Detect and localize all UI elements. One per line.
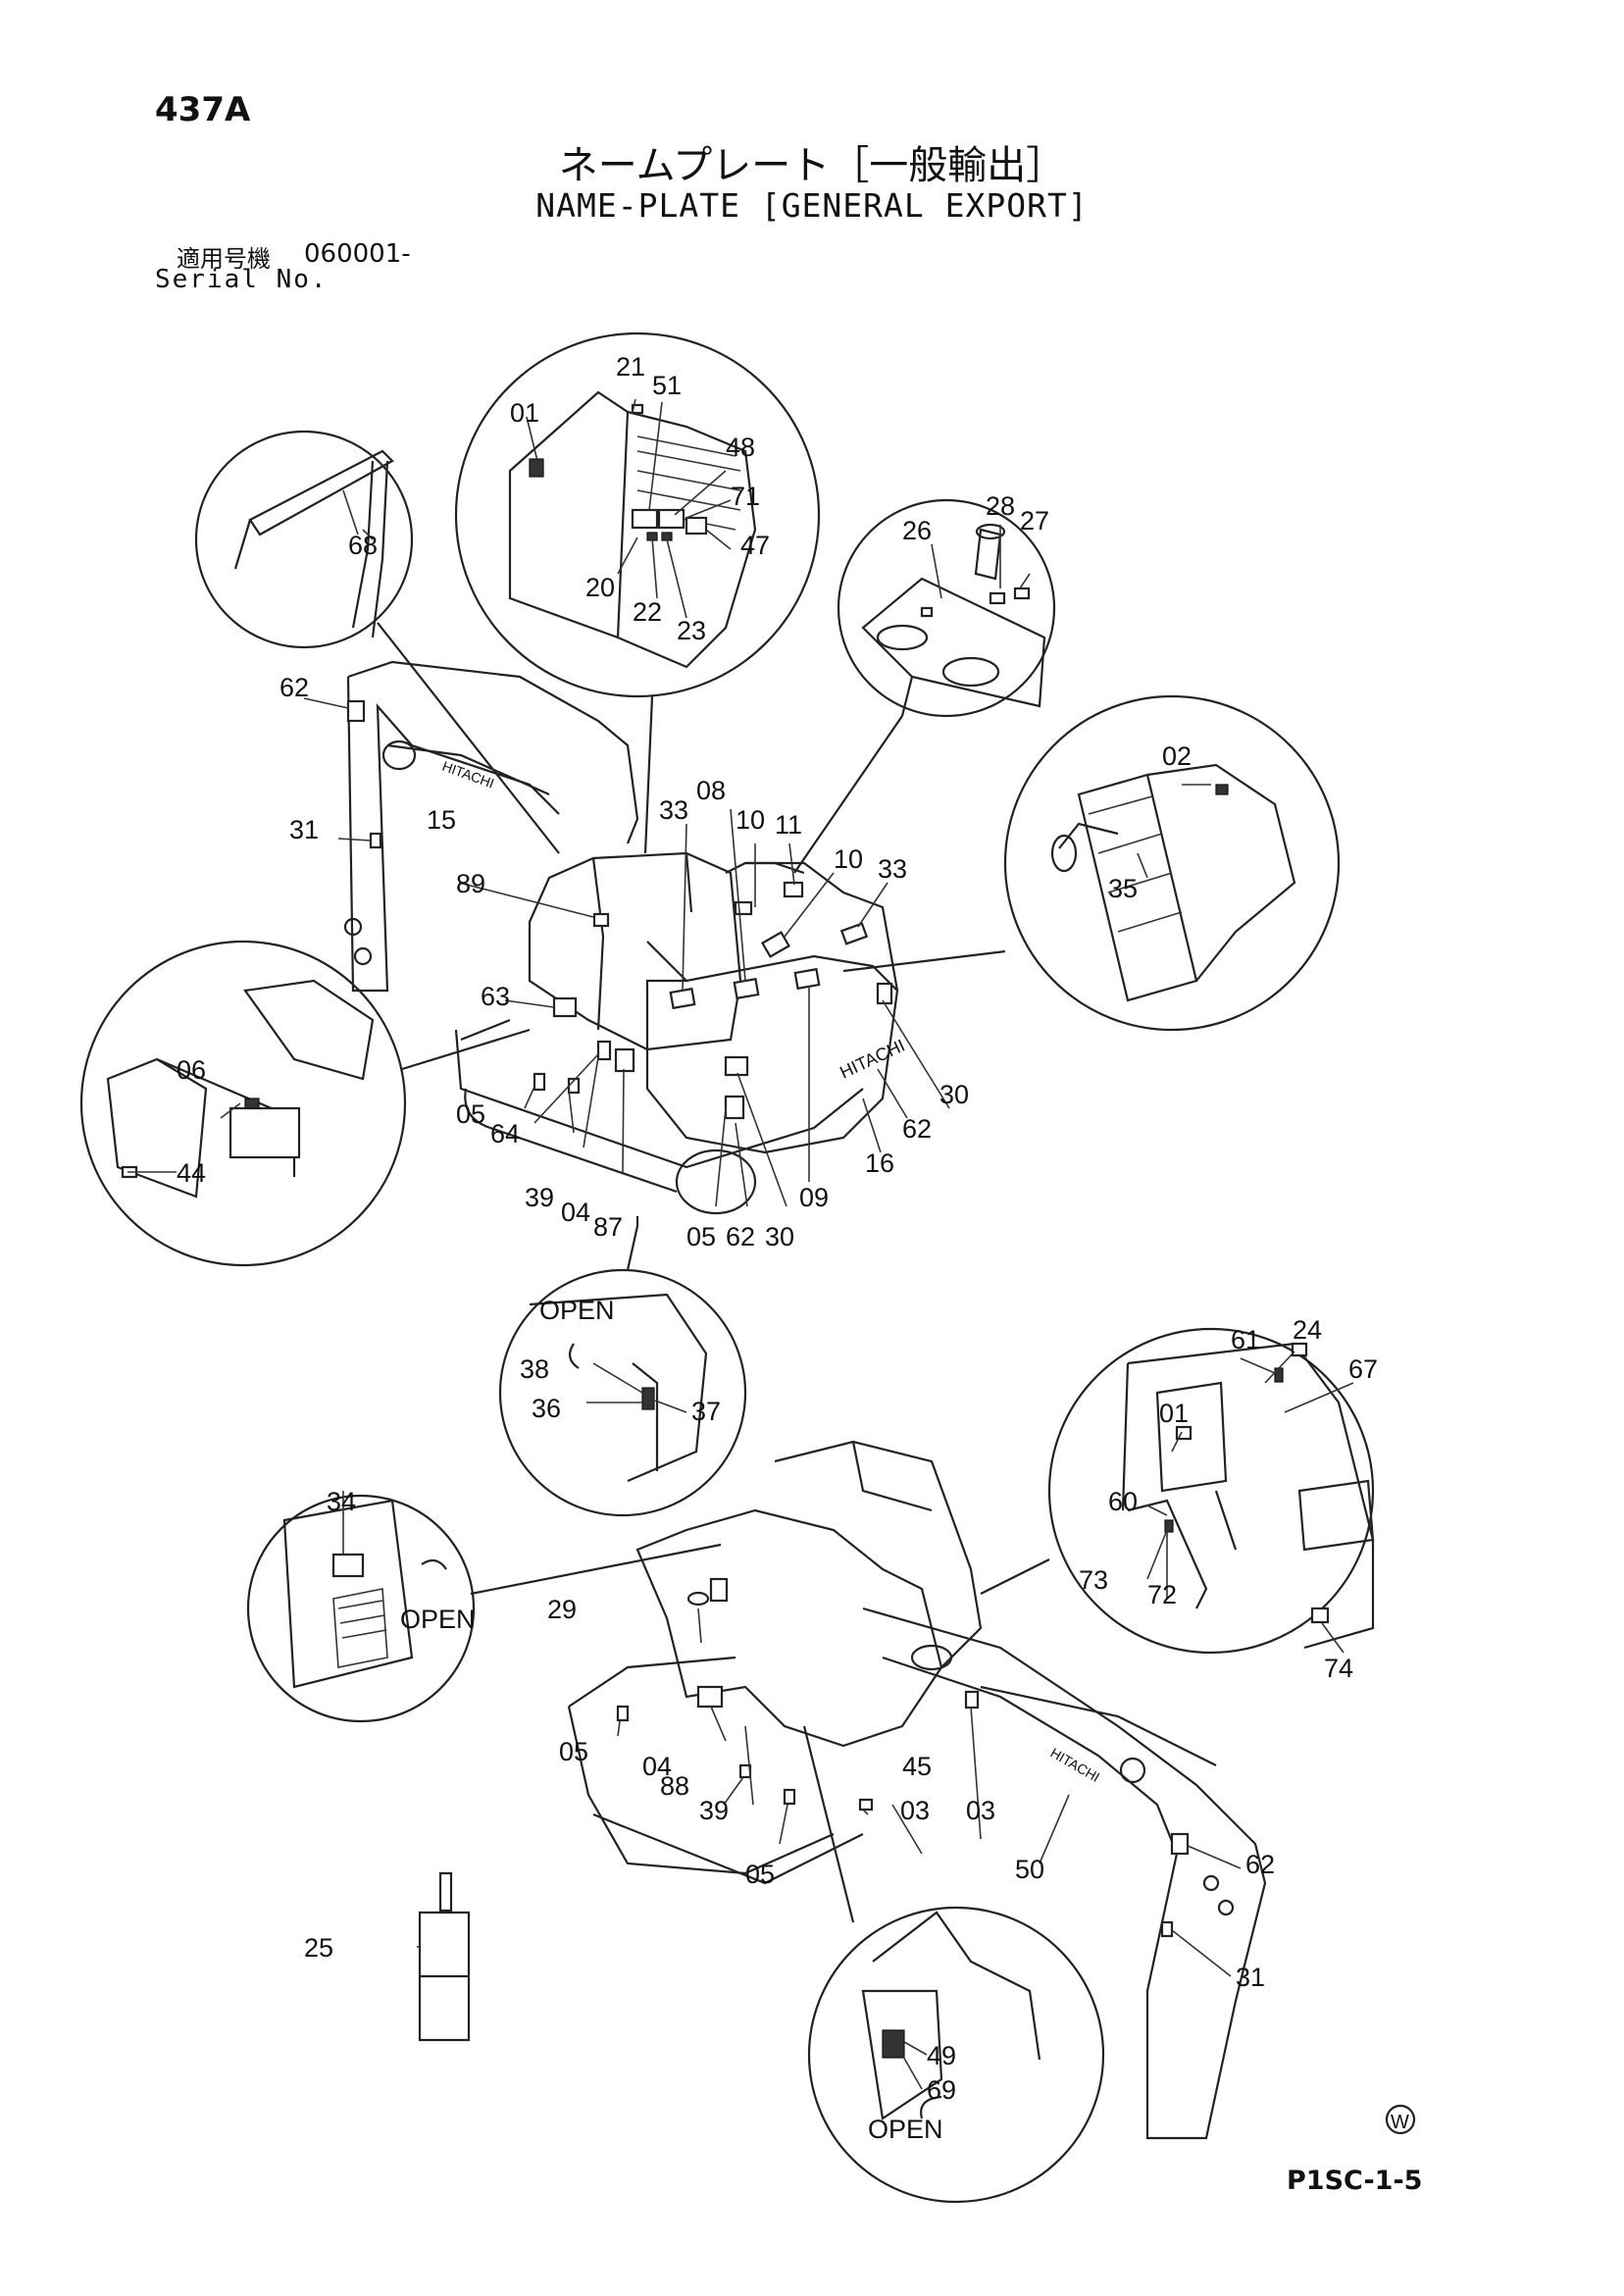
callout-03: 03 bbox=[900, 1796, 930, 1825]
callout-62: 62 bbox=[1245, 1850, 1275, 1879]
callout-31: 31 bbox=[1236, 1963, 1265, 1992]
callout-68: 68 bbox=[348, 531, 378, 560]
callout-74: 74 bbox=[1324, 1654, 1353, 1683]
callout-15: 15 bbox=[427, 805, 456, 835]
callout-33: 33 bbox=[659, 795, 688, 825]
callout-10: 10 bbox=[736, 805, 765, 835]
detail-circle-side-cover-open bbox=[246, 1494, 722, 1723]
serial-number-value: 060001- bbox=[304, 239, 411, 269]
serial-label-japanese: 適用号機 bbox=[177, 245, 271, 273]
callout-08: 08 bbox=[696, 776, 726, 805]
callout-09: 09 bbox=[799, 1183, 829, 1212]
open-label: OPEN bbox=[400, 1605, 476, 1634]
detail-circle-cab-interior bbox=[454, 332, 821, 854]
detail-circle-cab-door bbox=[980, 1327, 1375, 1655]
callout-26: 26 bbox=[902, 516, 932, 545]
callout-44: 44 bbox=[177, 1158, 206, 1188]
callout-88: 88 bbox=[660, 1771, 689, 1801]
detail-circle-operator-console bbox=[79, 940, 531, 1267]
loose-tag-25 bbox=[418, 1871, 471, 2042]
callout-05: 05 bbox=[559, 1737, 588, 1766]
callout-62: 62 bbox=[279, 673, 309, 702]
detail-circle-side-panel-open bbox=[802, 1725, 1105, 2204]
callout-36: 36 bbox=[532, 1394, 561, 1423]
callout-47: 47 bbox=[740, 531, 770, 560]
document-code: P1SC-1-5 bbox=[1287, 2166, 1423, 2196]
watermark-mark: W bbox=[1385, 2104, 1416, 2135]
callout-20: 20 bbox=[585, 573, 615, 602]
callout-23: 23 bbox=[677, 616, 706, 645]
detail-circle-rear-cover-open bbox=[498, 1216, 747, 1517]
detail-circle-battery-area bbox=[793, 498, 1056, 874]
callout-38: 38 bbox=[520, 1354, 549, 1384]
callout-leaders bbox=[127, 398, 1354, 2090]
callout-69: 69 bbox=[927, 2075, 956, 2105]
callout-73: 73 bbox=[1079, 1565, 1108, 1595]
callout-30: 30 bbox=[939, 1080, 969, 1109]
callout-04: 04 bbox=[642, 1752, 672, 1781]
serial-label-english: Serial No. bbox=[155, 265, 329, 294]
callout-10: 10 bbox=[834, 844, 863, 874]
callout-05: 05 bbox=[456, 1099, 485, 1129]
callout-39: 39 bbox=[699, 1796, 729, 1825]
watermark-letter: W bbox=[1391, 2112, 1409, 2133]
callout-62: 62 bbox=[902, 1114, 932, 1144]
callout-33: 33 bbox=[878, 854, 907, 884]
callout-05: 05 bbox=[745, 1860, 775, 1889]
svg-text:HITACHI: HITACHI bbox=[1048, 1745, 1103, 1785]
callout-67: 67 bbox=[1348, 1354, 1378, 1384]
callout-71: 71 bbox=[731, 482, 760, 511]
callout-22: 22 bbox=[633, 597, 662, 627]
callout-60: 60 bbox=[1108, 1487, 1138, 1516]
callout-24: 24 bbox=[1293, 1315, 1322, 1345]
callout-27: 27 bbox=[1020, 506, 1049, 536]
callout-03: 03 bbox=[966, 1796, 995, 1825]
callout-04: 04 bbox=[561, 1198, 590, 1227]
callout-89: 89 bbox=[456, 869, 485, 898]
page-number: 437A bbox=[155, 90, 251, 129]
callout-31: 31 bbox=[289, 815, 319, 844]
callout-05: 05 bbox=[686, 1222, 716, 1251]
callout-35: 35 bbox=[1108, 874, 1138, 903]
callout-28: 28 bbox=[986, 491, 1015, 521]
callout-48: 48 bbox=[726, 433, 755, 462]
callout-72: 72 bbox=[1147, 1580, 1177, 1609]
callout-numbers: 01 02 03 03 04 04 05 05 05 05 06 08 09 1… bbox=[177, 352, 1378, 2144]
detail-circle-engine-radiator bbox=[842, 694, 1341, 1032]
callout-62: 62 bbox=[726, 1222, 755, 1251]
callout-63: 63 bbox=[481, 982, 510, 1011]
page-title-japanese: ネームプレート［一般輸出］ bbox=[558, 143, 1066, 188]
callout-30: 30 bbox=[765, 1222, 794, 1251]
callout-37: 37 bbox=[691, 1397, 721, 1426]
callout-02: 02 bbox=[1162, 741, 1192, 771]
callout-45: 45 bbox=[902, 1752, 932, 1781]
detail-circle-boom-cylinder bbox=[194, 430, 560, 854]
callout-25: 25 bbox=[304, 1933, 333, 1963]
callout-11: 11 bbox=[775, 810, 802, 840]
upper-excavator-view: HITACHI HITACHI bbox=[343, 660, 908, 1215]
callout-39: 39 bbox=[525, 1183, 554, 1212]
page-title-english: NAME-PLATE [GENERAL EXPORT] bbox=[535, 186, 1089, 225]
callout-87: 87 bbox=[593, 1212, 623, 1242]
svg-text:HITACHI: HITACHI bbox=[837, 1036, 908, 1083]
callout-21: 21 bbox=[616, 352, 645, 382]
callout-49: 49 bbox=[927, 2041, 956, 2070]
callout-34: 34 bbox=[327, 1487, 356, 1516]
open-label: OPEN bbox=[539, 1296, 615, 1325]
callout-06: 06 bbox=[177, 1055, 206, 1085]
callout-01: 01 bbox=[1159, 1399, 1189, 1428]
callout-16: 16 bbox=[865, 1148, 894, 1178]
open-label: OPEN bbox=[868, 2115, 943, 2144]
callout-50: 50 bbox=[1015, 1855, 1044, 1884]
callout-01: 01 bbox=[510, 398, 539, 428]
callout-51: 51 bbox=[652, 371, 682, 400]
callout-29: 29 bbox=[547, 1595, 577, 1624]
callout-64: 64 bbox=[490, 1119, 520, 1148]
callout-61: 61 bbox=[1231, 1325, 1260, 1354]
